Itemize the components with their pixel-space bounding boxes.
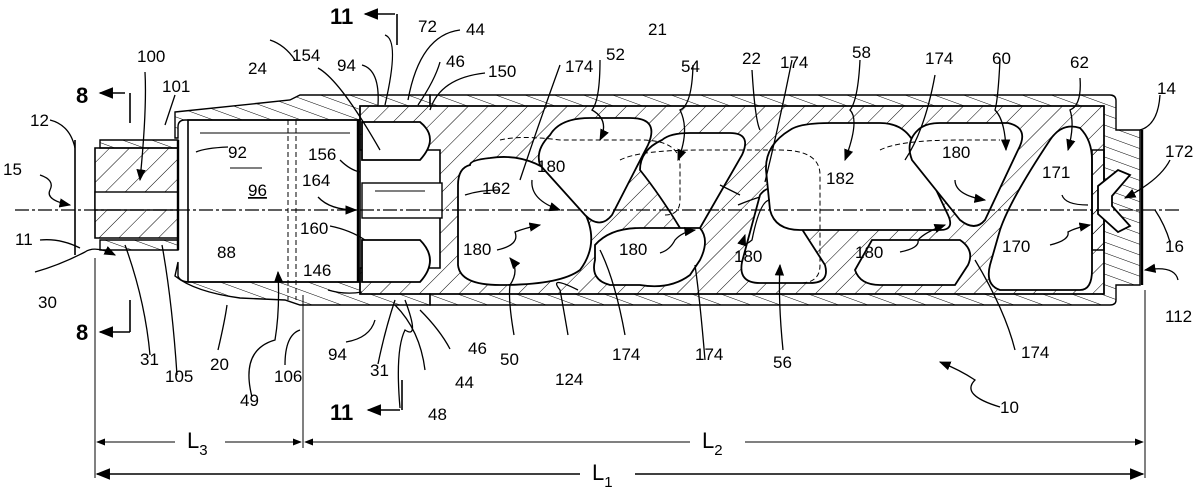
ref-10: 10 (1000, 398, 1019, 417)
ref-60: 60 (992, 49, 1011, 68)
ref-94-bottom: 94 (328, 345, 347, 364)
ref-22: 22 (742, 49, 761, 68)
muzzle-cap (1091, 130, 1144, 285)
dimension-l2: L2 (702, 428, 723, 459)
ref-172: 172 (1165, 142, 1193, 161)
ref-58: 58 (852, 43, 871, 62)
ref-30: 30 (38, 293, 57, 312)
ref-92: 92 (228, 143, 247, 162)
ref-20: 20 (210, 355, 229, 374)
ref-12: 12 (30, 111, 49, 130)
ref-174-a: 174 (565, 57, 593, 76)
ref-24: 24 (248, 59, 267, 78)
ref-44-top: 44 (466, 20, 485, 39)
leader-lines (34, 29, 1179, 409)
blast-baffle (356, 120, 443, 283)
ref-160: 160 (300, 219, 328, 238)
rear-mount (74, 94, 431, 306)
ref-180-d: 180 (734, 247, 762, 266)
ref-46-bottom: 46 (468, 339, 487, 358)
ref-62: 62 (1070, 53, 1089, 72)
ref-50: 50 (500, 350, 519, 369)
ref-162: 162 (482, 179, 510, 198)
ref-56: 56 (773, 353, 792, 372)
ref-180-c: 180 (619, 240, 647, 259)
dimension-lines (94, 258, 1146, 480)
ref-174-f: 174 (1021, 343, 1049, 362)
ref-72: 72 (418, 17, 437, 36)
ref-16: 16 (1165, 237, 1184, 256)
ref-15: 15 (3, 160, 22, 179)
chamber-52 (537, 117, 653, 224)
chamber-62 (987, 125, 1093, 291)
ref-14: 14 (1157, 79, 1176, 98)
ref-31-left: 31 (140, 350, 159, 369)
ref-21: 21 (648, 20, 667, 39)
ref-180-b: 180 (463, 240, 491, 259)
ref-182: 182 (826, 169, 854, 188)
ref-146: 146 (303, 261, 331, 280)
ref-124: 124 (555, 370, 583, 389)
outer-tube (429, 94, 1141, 306)
ref-156: 156 (308, 145, 336, 164)
ref-31-right: 31 (370, 361, 389, 380)
ref-105: 105 (165, 367, 193, 386)
ref-94-top: 94 (337, 56, 356, 75)
ref-164: 164 (302, 171, 330, 190)
ref-88: 88 (217, 243, 236, 262)
chambers (457, 117, 1093, 291)
chamber-54-lower (593, 227, 706, 288)
ref-100: 100 (137, 47, 165, 66)
ref-11: 11 (15, 230, 33, 249)
ref-101: 101 (162, 77, 190, 96)
chamber-50 (457, 156, 593, 286)
section-11-bottom-label: 11 (330, 400, 353, 425)
reference-numerals: 12 15 11 30 100 101 24 92 96 88 31 105 2… (3, 17, 1193, 424)
ref-46-top: 46 (446, 52, 465, 71)
ref-174-b: 174 (780, 53, 808, 72)
ref-180-f: 180 (942, 143, 970, 162)
ref-49: 49 (240, 391, 259, 410)
ref-150: 150 (488, 62, 516, 81)
section-markers: 8 8 11 11 (76, 4, 403, 425)
ref-96: 96 (248, 181, 267, 200)
ref-54: 54 (681, 57, 700, 76)
ref-44-bottom: 44 (455, 373, 474, 392)
section-11-top-label: 11 (330, 4, 353, 29)
ref-174-c: 174 (925, 49, 953, 68)
section-8-bottom-label: 8 (76, 320, 88, 345)
ref-180-a: 180 (537, 157, 565, 176)
ref-170: 170 (1002, 237, 1030, 256)
chamber-large-lower (854, 239, 972, 286)
dimension-l1: L1 (592, 460, 613, 491)
ref-154: 154 (292, 46, 320, 65)
chamber-58 (765, 122, 952, 231)
ref-48: 48 (428, 405, 447, 424)
ref-52: 52 (606, 45, 625, 64)
ref-180-e: 180 (855, 243, 883, 262)
ref-171: 171 (1042, 163, 1070, 182)
dimension-l3: L3 (187, 428, 208, 459)
ref-112: 112 (1165, 307, 1192, 326)
ref-106: 106 (274, 367, 302, 386)
ref-174-e: 174 (695, 345, 723, 364)
ref-174-d: 174 (612, 345, 640, 364)
section-8-top-label: 8 (76, 83, 88, 108)
